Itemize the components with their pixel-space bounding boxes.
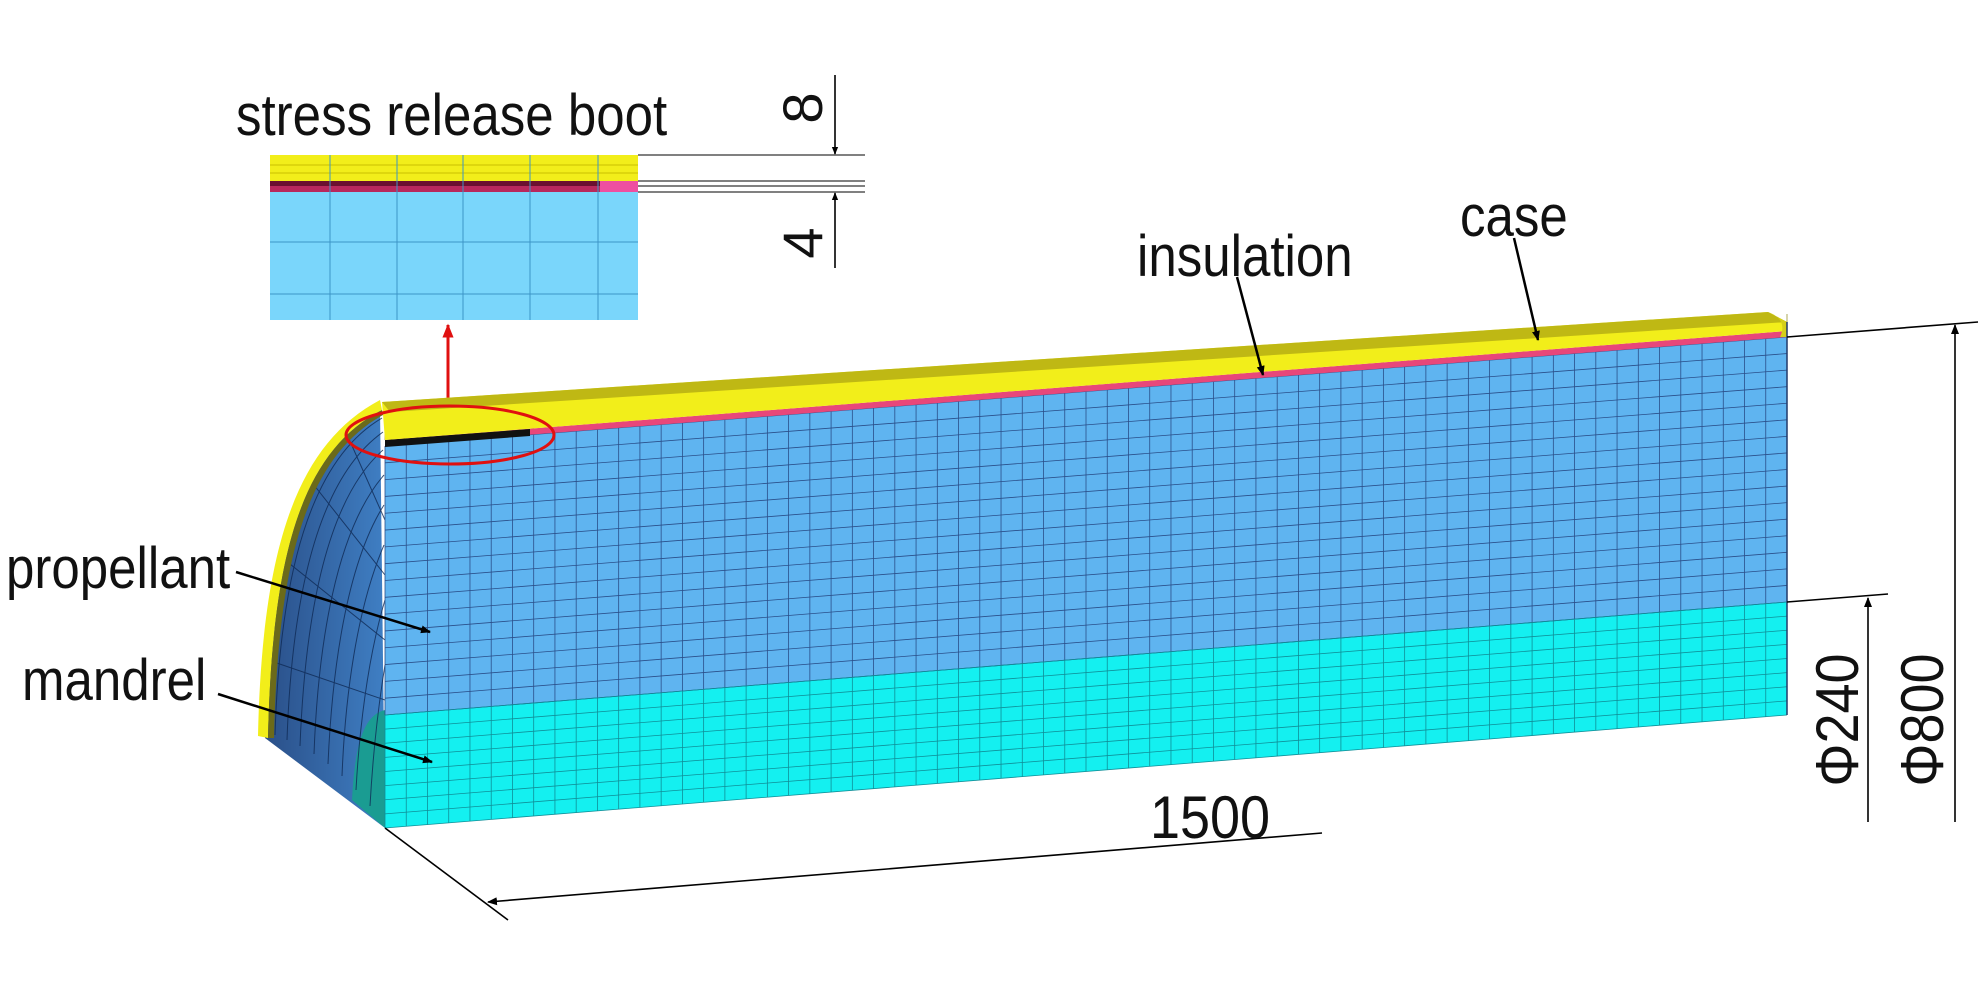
side-face-mesh bbox=[384, 314, 1788, 829]
case-top-surface bbox=[382, 312, 1787, 412]
inner-diameter-label: Φ240 bbox=[1804, 653, 1871, 786]
end-face bbox=[265, 408, 385, 828]
inset-insulation-layer bbox=[270, 186, 638, 192]
dimension-lines bbox=[384, 321, 1979, 921]
mandrel-end-face bbox=[352, 710, 385, 828]
boot-label: stress release boot bbox=[236, 83, 667, 148]
inset-mesh-lines bbox=[270, 155, 638, 320]
length-label: 1500 bbox=[1150, 784, 1270, 851]
zoom-inset: 8 4 stress release boot bbox=[236, 75, 865, 320]
mandrel-leader bbox=[217, 692, 433, 764]
inset-boot-layer bbox=[270, 181, 600, 186]
end-case-layer bbox=[258, 400, 382, 738]
case-end-cap bbox=[1768, 312, 1787, 337]
inset-case-layer bbox=[270, 155, 638, 181]
outer-diameter-label: Φ800 bbox=[1889, 653, 1956, 786]
propellant-label: propellant bbox=[6, 536, 230, 601]
mandrel-label: mandrel bbox=[22, 648, 206, 713]
insulation-leader bbox=[1235, 276, 1265, 376]
inset-propellant-layer bbox=[270, 192, 638, 320]
inset-boot-tip bbox=[600, 181, 638, 192]
case-label: case bbox=[1460, 184, 1568, 249]
inset-extension-lines bbox=[638, 154, 865, 193]
boot-highlight-ellipse bbox=[344, 404, 556, 466]
motor-model bbox=[258, 312, 1788, 829]
case-leader bbox=[1512, 237, 1540, 341]
insulation-layer bbox=[385, 331, 1787, 446]
boot-layer bbox=[385, 429, 530, 447]
propellant-leader bbox=[235, 570, 431, 634]
insulation-thickness-label: 4 bbox=[771, 227, 834, 258]
leaders bbox=[217, 237, 1540, 764]
insulation-label: insulation bbox=[1137, 224, 1353, 289]
boot-thickness-label: 8 bbox=[771, 92, 834, 123]
